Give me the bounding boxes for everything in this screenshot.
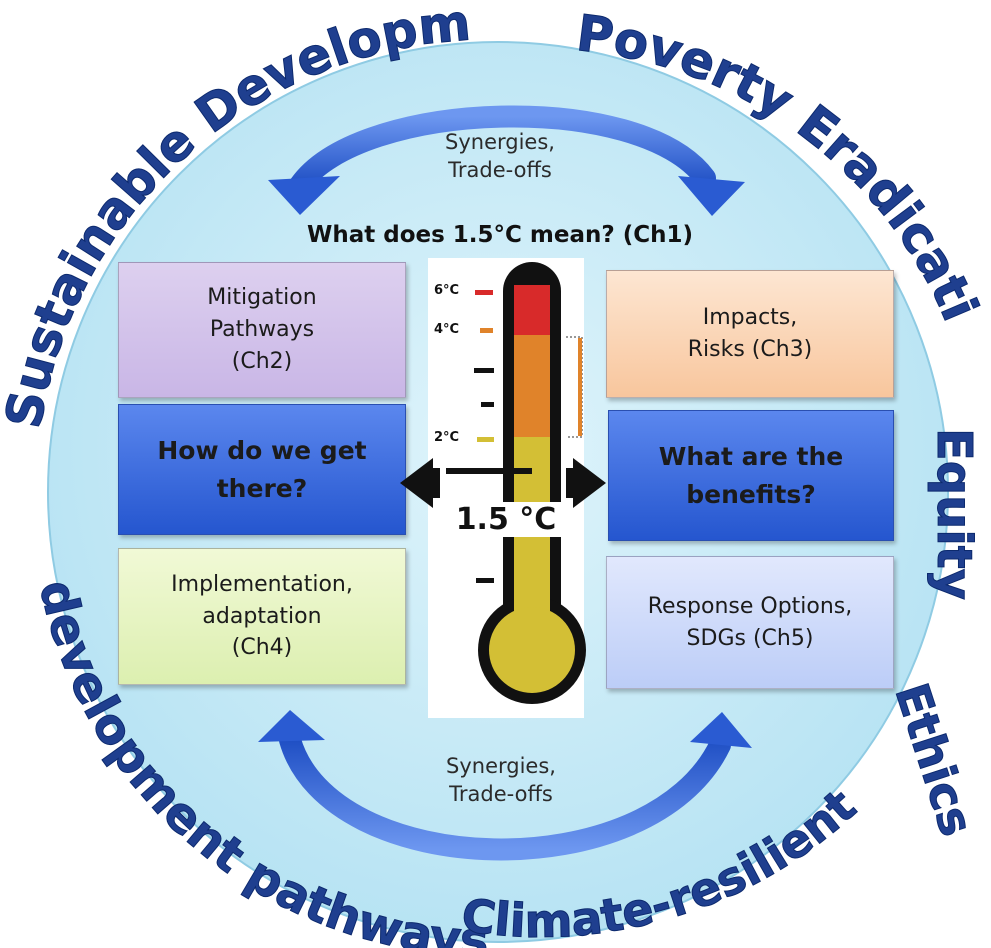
tick-label-6c: 6°C <box>434 283 460 298</box>
box-impacts-risks: Impacts, Risks (Ch3) <box>606 270 894 398</box>
ring-text-equity: Equity <box>926 428 982 600</box>
box-how-label: How do we get there? <box>157 436 367 503</box>
box-how-do-we-get-there: How do we get there? <box>118 404 406 535</box>
bottom-synergy-arrow <box>258 710 752 861</box>
box-implementation-label: Implementation, adaptation (Ch4) <box>171 571 353 661</box>
tick-label-2c: 2°C <box>434 430 460 445</box>
box-impacts-label: Impacts, Risks (Ch3) <box>687 305 813 362</box>
box-mitigation-label: Mitigation Pathways (Ch2) <box>207 285 317 374</box>
center-title: What does 1.5°C mean? (Ch1) <box>306 222 694 248</box>
tick-label-4c: 4°C <box>434 322 460 337</box>
top-synergy-arrow <box>268 105 745 216</box>
box-mitigation-pathways: Mitigation Pathways (Ch2) <box>118 262 406 398</box>
synergies-bottom-label: Synergies, Trade-offs <box>446 754 556 807</box>
ring-text-ethics: Ethics <box>885 677 985 843</box>
box-response-options: Response Options, SDGs (Ch5) <box>606 556 894 689</box>
synergies-top-label: Synergies, Trade-offs <box>445 130 555 183</box>
box-implementation-adaptation: Implementation, adaptation (Ch4) <box>118 548 406 685</box>
box-response-label: Response Options, SDGs (Ch5) <box>647 593 853 651</box>
thermometer-value-label: 1.5 °C <box>441 502 571 537</box>
box-benefits-label: What are the benefits? <box>658 442 844 509</box>
box-what-are-benefits: What are the benefits? <box>608 410 894 541</box>
